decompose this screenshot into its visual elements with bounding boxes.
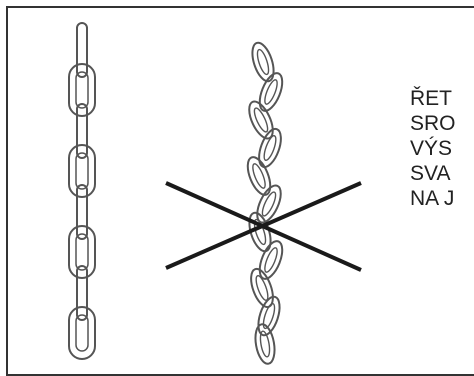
caption-line: VÝS: [410, 136, 474, 161]
caption-line: SVA: [410, 161, 474, 186]
caption-line: SRO: [410, 111, 474, 136]
twisted-chain-icon: [243, 40, 287, 365]
caption-line: NA J: [410, 186, 474, 211]
correct-chain-icon: [69, 23, 95, 359]
caption-text: ŘET SRO VÝS SVA NA J: [410, 86, 474, 211]
caption-line: ŘET: [410, 86, 474, 111]
